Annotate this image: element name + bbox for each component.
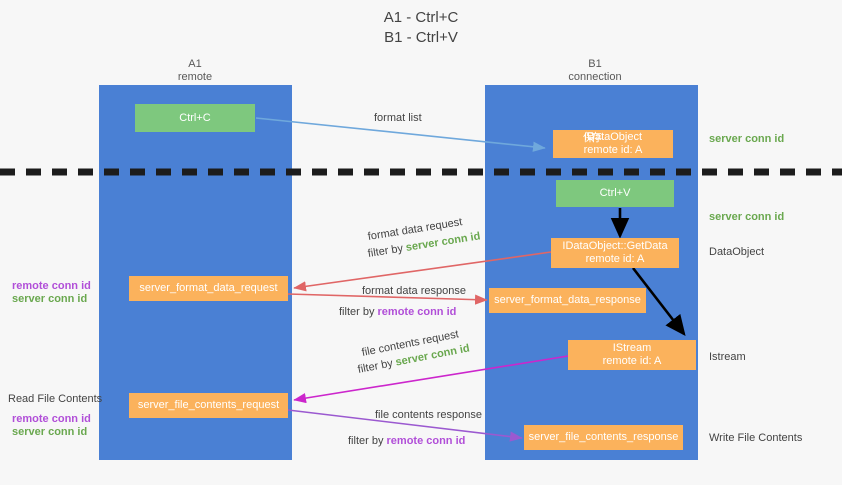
label-write-file-contents: Write File Contents bbox=[709, 432, 803, 444]
node-getdata-line2: remote id: A bbox=[585, 253, 645, 265]
label-server-conn-id-second: server conn id bbox=[709, 211, 785, 223]
column-b1-sub: connection bbox=[568, 71, 622, 83]
edge-label-format-data-response-filter: filter by remote conn id bbox=[339, 305, 456, 320]
diagram-title: A1 - Ctrl+C B1 - Ctrl+V bbox=[0, 8, 842, 48]
edge-format-data-request bbox=[293, 251, 552, 292]
filter-prefix-4: filter by bbox=[348, 435, 387, 447]
column-header-b1: B1 connection bbox=[520, 58, 670, 84]
node-ctrl-c-label: Ctrl+C bbox=[179, 111, 211, 124]
node-getdata[interactable]: IDataObject::GetData remote id: A bbox=[551, 238, 679, 268]
node-idataobject-line2: remote id: A bbox=[583, 144, 643, 156]
edge-file-contents-request bbox=[293, 355, 569, 404]
node-idataobject-line1: 保存 IDataObject bbox=[582, 131, 643, 144]
label-remote-conn-id-left-2: remote conn id bbox=[12, 413, 91, 425]
node-server-file-contents-request[interactable]: server_file_contents_request bbox=[129, 393, 288, 418]
node-fmt-res-label: server_format_data_response bbox=[494, 294, 641, 306]
label-istream: Istream bbox=[709, 351, 746, 363]
label-server-conn-id-left-1: server conn id bbox=[12, 293, 88, 305]
node-istream[interactable]: IStream remote id: A bbox=[568, 340, 696, 370]
label-server-conn-id-left-2: server conn id bbox=[12, 426, 88, 438]
edge-label-format-data-response: format data response bbox=[362, 285, 466, 297]
edge-format-list bbox=[255, 117, 546, 152]
node-server-format-data-request[interactable]: server_format_data_request bbox=[129, 276, 288, 301]
node-file-res-label: server_file_contents_response bbox=[528, 431, 679, 443]
node-idataobject[interactable]: 保存 IDataObject remote id: A bbox=[553, 130, 673, 158]
node-idataobject-name: IDataObject bbox=[583, 131, 643, 143]
label-dataobject: DataObject bbox=[709, 246, 765, 258]
node-server-format-data-response[interactable]: server_format_data_response bbox=[489, 288, 646, 313]
filter-value-4: remote conn id bbox=[386, 435, 466, 447]
label-read-file-contents: Read File Contents bbox=[8, 393, 103, 405]
filter-prefix-2: filter by bbox=[339, 306, 378, 318]
node-istream-line1: IStream bbox=[612, 342, 652, 354]
filter-value-2: remote conn id bbox=[377, 306, 457, 318]
edge-getdata-to-istream bbox=[631, 267, 686, 337]
label-remote-conn-id-left-1: remote conn id bbox=[12, 280, 91, 292]
column-b1-name: B1 bbox=[588, 58, 602, 70]
title-line-2: B1 - Ctrl+V bbox=[384, 29, 458, 46]
label-server-conn-id-top: server conn id bbox=[709, 133, 785, 145]
edge-label-file-contents-response-filter: filter by remote conn id bbox=[348, 434, 465, 449]
node-server-file-contents-response[interactable]: server_file_contents_response bbox=[524, 425, 683, 450]
edge-label-file-contents-response: file contents response bbox=[375, 409, 483, 421]
node-fmt-req-label: server_format_data_request bbox=[139, 282, 278, 294]
edge-label-format-list: format list bbox=[374, 112, 422, 124]
column-header-a1: A1 remote bbox=[120, 58, 270, 84]
node-istream-line2: remote id: A bbox=[602, 355, 662, 367]
title-line-1: A1 - Ctrl+C bbox=[383, 9, 459, 26]
column-a1-name: A1 bbox=[188, 58, 202, 70]
node-file-req-label: server_file_contents_request bbox=[137, 399, 280, 411]
node-ctrl-c[interactable]: Ctrl+C bbox=[135, 104, 255, 132]
edge-file-contents-response bbox=[287, 409, 523, 442]
node-ctrl-v[interactable]: Ctrl+V bbox=[556, 180, 674, 207]
node-ctrl-v-label: Ctrl+V bbox=[599, 187, 631, 199]
node-getdata-line1: IDataObject::GetData bbox=[562, 240, 668, 252]
node-idataobject-cjk-prefix: 保存 bbox=[582, 131, 602, 144]
column-a1-sub: remote bbox=[177, 71, 213, 83]
edge-format-data-response bbox=[287, 293, 488, 305]
